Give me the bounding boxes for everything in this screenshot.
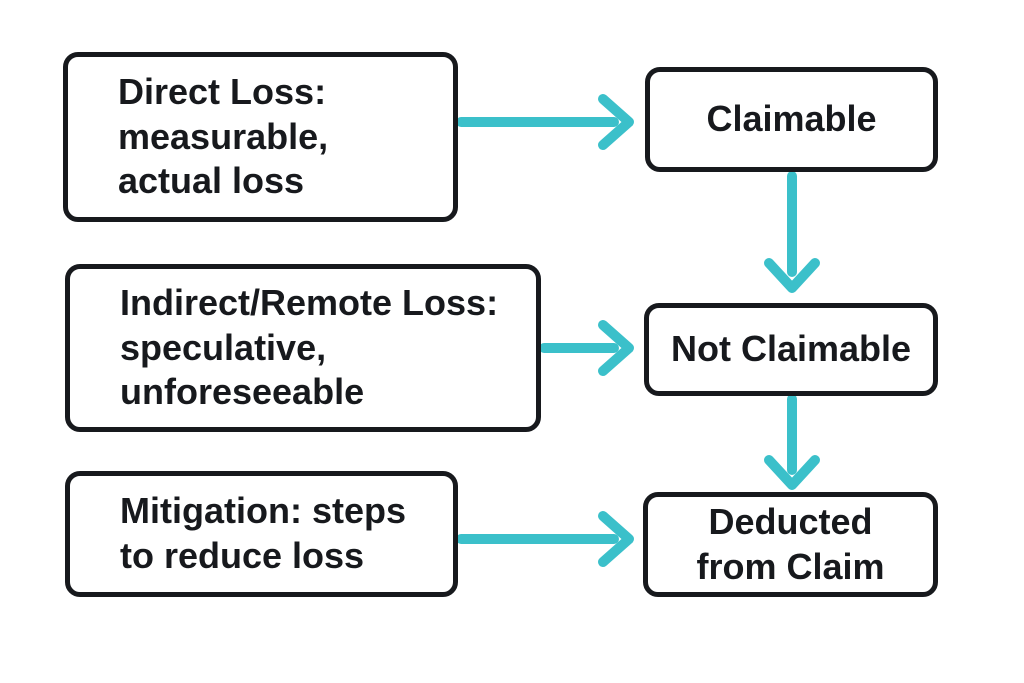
node-indirect-loss-label: Indirect/Remote Loss: speculative, unfor…: [120, 282, 499, 413]
node-mitigation: Mitigation: steps to reduce loss: [65, 471, 458, 597]
arrow-mitigation-to-deducted: [456, 511, 634, 567]
node-not-claimable: Not Claimable: [644, 303, 938, 396]
arrow-direct-loss-to-claimable: [456, 94, 634, 150]
arrow-not-claimable-to-deducted: [764, 394, 820, 490]
node-deducted: Deducted from Claim: [643, 492, 938, 597]
node-mitigation-label: Mitigation: steps to reduce loss: [120, 490, 406, 576]
node-claimable: Claimable: [645, 67, 938, 172]
arrow-claimable-to-not-claimable: [764, 171, 820, 293]
node-direct-loss-label: Direct Loss: measurable, actual loss: [118, 71, 329, 202]
arrow-indirect-loss-to-not-claimable: [539, 320, 634, 376]
node-deducted-label: Deducted from Claim: [696, 500, 885, 587]
node-claimable-label: Claimable: [706, 98, 877, 140]
node-direct-loss: Direct Loss: measurable, actual loss: [63, 52, 458, 222]
node-indirect-loss: Indirect/Remote Loss: speculative, unfor…: [65, 264, 541, 432]
node-not-claimable-label: Not Claimable: [670, 328, 912, 370]
